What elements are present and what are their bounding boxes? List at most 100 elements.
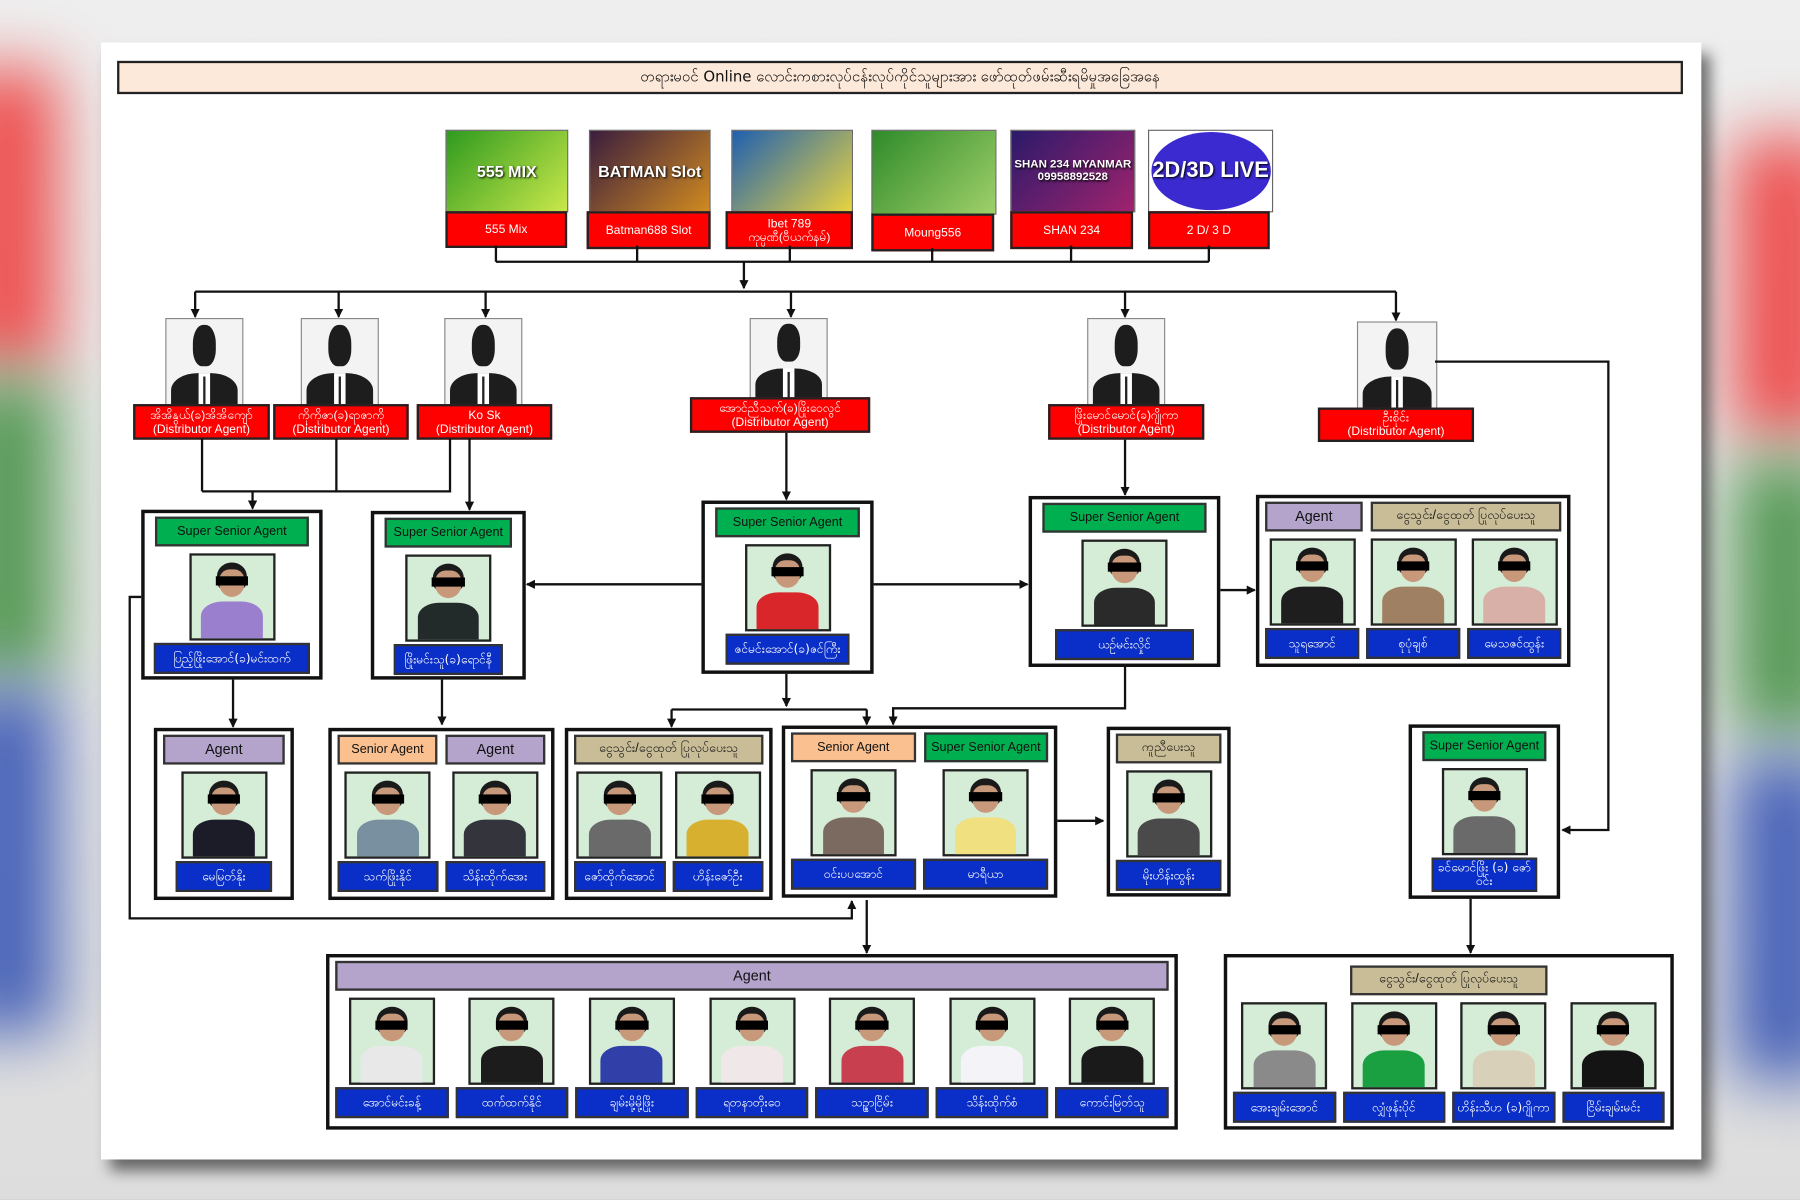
member-name: ဝင်းပပအောင် — [790, 858, 917, 890]
eye-censor-bar — [837, 792, 870, 802]
eye-censor-bar — [1487, 1025, 1520, 1035]
eye-censor-bar — [1152, 793, 1185, 803]
member-name: မေမြတ်နိုး — [175, 861, 273, 892]
role-header: Super Senior Agent — [1042, 502, 1207, 533]
member-card: ခင်မောင်ဖြိုး (ခ) ဇော်ဝင်း — [1418, 768, 1551, 892]
thumb-text: SHAN 234 MYANMAR 09958892528 — [1014, 158, 1132, 184]
background-blur — [0, 688, 58, 1034]
person-photo — [344, 771, 431, 859]
eye-censor-bar — [478, 794, 512, 804]
eye-censor-bar — [375, 1020, 409, 1030]
person-photo — [1081, 539, 1168, 627]
distributor-name: ကိုကိုဇာ(ခ)ရာဇာကို — [297, 408, 385, 422]
member-card: မေသဇင်ထွန်း — [1467, 538, 1562, 659]
distributor-role: (Distributor Agent) — [731, 415, 829, 429]
background-blur — [1733, 757, 1800, 1080]
thumb-text: 555 MIX — [476, 161, 537, 181]
game-thumbnail-shan: SHAN 234 MYANMAR 09958892528 — [1010, 129, 1136, 213]
eye-censor-bar — [735, 1020, 769, 1030]
member-card: မေမြတ်နိုး — [163, 771, 285, 892]
eye-censor-bar — [1095, 1020, 1129, 1030]
group-super-senior-agent-1: Super Senior Agent ပြည့်ဖြိုးအောင်(ခ)မင်း… — [141, 509, 323, 680]
shirt — [720, 1045, 783, 1083]
member-card: လျှံဖုန်းပိုင် — [1342, 1002, 1446, 1123]
eye-censor-bar — [603, 794, 636, 804]
game-label: 555 Mix — [445, 211, 568, 248]
shirt — [756, 591, 819, 630]
background-blur — [0, 378, 58, 678]
person-photo — [942, 769, 1029, 857]
member-card: အောင်မင်းခန့် — [335, 997, 449, 1119]
game-thumbnail-moung — [871, 129, 997, 215]
shirt — [1253, 1049, 1316, 1088]
header-row: Super Senior Agent — [1418, 731, 1551, 762]
person-photo — [1069, 997, 1156, 1085]
shirt — [360, 1045, 423, 1083]
person-photo — [1350, 1002, 1438, 1090]
member-row: ပြည့်ဖြိုးအောင်(ခ)မင်းထက် — [150, 553, 313, 674]
member-card: မာရီယာ — [922, 769, 1049, 890]
person-photo — [188, 553, 275, 641]
member-card: ချမ်းမို့မို့ဖြိုး — [575, 997, 689, 1119]
member-card: ဇော်ထိုက်အောင် — [574, 771, 666, 892]
game-thumbnail-batman: BATMAN Slot — [588, 129, 711, 213]
member-name: ထက်ထက်နိုင် — [455, 1087, 569, 1119]
member-card: သဉ္ဇာငြိမ်း — [815, 997, 929, 1119]
role-header: Agent — [1265, 501, 1363, 532]
member-card: မိုးဟိန်းထွန်း — [1115, 770, 1222, 891]
member-name: ချမ်းမို့မို့ဖြိုး — [575, 1087, 689, 1119]
member-name: လျှံဖုန်းပိုင် — [1342, 1091, 1446, 1123]
person-photo — [708, 997, 796, 1085]
eye-censor-bar — [1108, 562, 1141, 572]
eye-censor-bar — [771, 567, 804, 577]
distributor-name: အောင်ညီသက်(ခ)ဖြိုးဝေလွင် — [719, 401, 842, 416]
member-name: ဟိန်းဇော်ဦး — [672, 861, 764, 892]
background-blur — [1733, 459, 1800, 735]
person-photo — [810, 769, 897, 857]
member-name: သိန်းထိုက်အေး — [444, 861, 546, 892]
silhouette-icon — [1087, 317, 1166, 407]
member-name: စုပုံချစ် — [1366, 627, 1461, 659]
eye-censor-bar — [969, 792, 1002, 802]
header-row: ငွေသွင်း/ငွေထုတ် ပြုလုပ်ပေးသူ — [574, 734, 764, 765]
2d3d-logo: 2D/3D LIVE — [1150, 132, 1271, 211]
background-blur — [1733, 137, 1800, 437]
group-cashiers: ငွေသွင်း/ငွေထုတ် ပြုလုပ်ပေးသူအေးချမ်းအော… — [1223, 953, 1674, 1130]
eye-censor-bar — [1295, 561, 1329, 571]
member-name: အေးချမ်းအောင် — [1232, 1091, 1336, 1123]
person-photo — [1471, 538, 1558, 626]
shirt — [200, 601, 263, 639]
member-card: ရတနာတိုးဝေ — [695, 997, 809, 1119]
member-card: သက်ဖြိုးနိုင် — [337, 771, 438, 892]
distributor-name: ဦးစိုင်း — [1382, 410, 1410, 425]
role-header: ငွေသွင်း/ငွေထုတ် ပြုလုပ်ပေးသူ — [1349, 965, 1549, 996]
member-name: မေသဇင်ထွန်း — [1467, 627, 1562, 659]
member-name: ကောင်းမြတ်သူ — [1055, 1087, 1169, 1119]
eye-censor-bar — [495, 1020, 529, 1030]
shirt — [1582, 1049, 1645, 1088]
member-row: ဝင်းပပအောင်မာရီယာ — [790, 769, 1049, 891]
member-row: ယဉ်မင်းလှိုင် — [1038, 539, 1211, 661]
member-row: အေးချမ်းအောင်လျှံဖုန်းပိုင်ဟိန်းသီဟ (ခ)ဂ… — [1232, 1002, 1665, 1123]
member-name: ဇင်မင်းအောင်(ခ)ဇင်ကြီး — [726, 633, 850, 665]
silhouette-icon — [444, 317, 523, 407]
shirt — [954, 816, 1017, 855]
person-photo — [468, 997, 555, 1085]
member-card: ဟိန်းဇော်ဦး — [672, 771, 764, 892]
member-row: ခင်မောင်ဖြိုး (ခ) ဇော်ဝင်း — [1418, 768, 1551, 892]
shirt — [480, 1045, 543, 1083]
shirt — [192, 819, 255, 857]
person-photo — [1570, 1002, 1657, 1090]
member-row: သက်ဖြိုးနိုင်သိန်းထိုက်အေး — [337, 771, 546, 893]
role-header: ကူညီပေးသူ — [1115, 733, 1222, 764]
page-title: တရားမဝင် Online လောင်းကစားလုပ်ငန်းလုပ်ကိ… — [117, 60, 1683, 95]
member-card: ယဉ်မင်းလှိုင် — [1038, 539, 1211, 661]
silhouette-icon — [300, 317, 379, 407]
distributor-role: (Distributor Agent) — [435, 421, 534, 436]
header-row: Agent — [335, 960, 1169, 991]
role-header: Super Senior Agent — [154, 516, 309, 547]
